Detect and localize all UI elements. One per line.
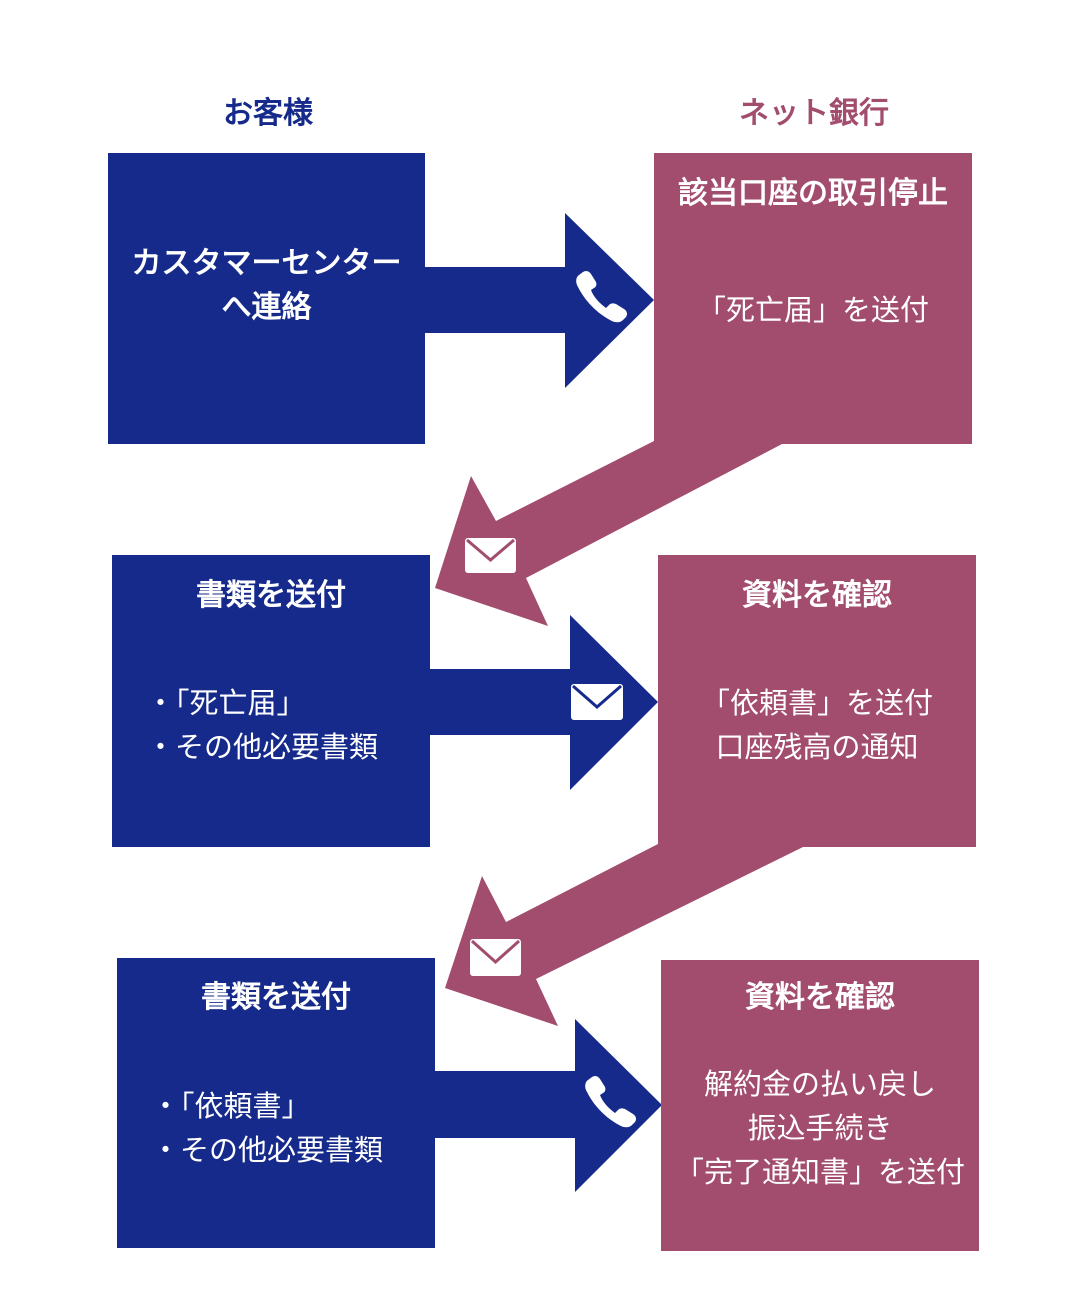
customer-step-1-line-1: カスタマーセンター (131, 246, 402, 281)
bank-box-1 (654, 153, 972, 444)
phone-icon (576, 270, 628, 323)
envelope-icon (465, 538, 516, 573)
arrow-right-1 (425, 213, 654, 388)
envelope-icon (470, 939, 521, 976)
bank-column-header: ネット銀行 (739, 96, 889, 131)
customer-step-3-title: 書類を送付 (201, 980, 351, 1015)
customer-step-1-line-2: へ連絡 (221, 290, 312, 325)
bank-step-1: 該当口座の取引停止 「死亡届」を送付 (654, 172, 972, 332)
customer-step-3-item: ・「依頼書」 (150, 1089, 311, 1123)
bank-step-2-line-2: 口座残高の通知 (715, 730, 919, 764)
bank-step-3-line-1: 解約金の払い戻し (703, 1067, 936, 1101)
customer-step-2: 書類を送付 ・「死亡届」 ・その他必要書類 (112, 574, 430, 769)
customer-step-3: 書類を送付 ・「依頼書」 ・その他必要書類 (117, 976, 435, 1172)
bank-step-3-title: 資料を確認 (745, 980, 895, 1015)
bank-step-1-title: 該当口座の取引停止 (678, 176, 948, 211)
arrow-right-3 (435, 1019, 662, 1192)
phone-icon (585, 1075, 637, 1128)
bank-step-2: 資料を確認 「依頼書」を送付 口座残高の通知 (658, 574, 976, 769)
bank-box-3 (661, 960, 979, 1251)
bank-box-2 (658, 555, 976, 847)
customer-step-2-title: 書類を送付 (196, 578, 346, 613)
customer-step-2-item: ・「死亡届」 (145, 686, 306, 720)
bank-step-3-line-3: 「完了通知書」を送付 (674, 1155, 965, 1189)
bank-step-1-line-1: 「死亡届」を送付 (696, 293, 929, 327)
customer-column-header: お客様 (223, 96, 313, 131)
bank-step-3: 資料を確認 解約金の払い戻し 振込手続き 「完了通知書」を送付 (661, 976, 979, 1194)
customer-step-3-item: ・その他必要書類 (150, 1133, 383, 1167)
customer-box-1 (108, 153, 425, 444)
customer-box-2 (112, 555, 430, 847)
customer-step-2-list: ・「死亡届」 ・その他必要書類 (146, 681, 378, 769)
envelope-icon (571, 684, 623, 720)
bank-step-3-line-2: 振込手続き (747, 1111, 893, 1145)
customer-step-3-list: ・「依頼書」 ・その他必要書類 (151, 1084, 383, 1172)
arrow-back-1 (435, 441, 782, 626)
arrow-back-2 (445, 844, 803, 1026)
customer-step-1: カスタマーセンター へ連絡 (108, 242, 425, 330)
customer-step-2-item: ・その他必要書類 (145, 730, 378, 764)
customer-box-3 (117, 958, 435, 1248)
bank-step-2-line-1: 「依頼書」を送付 (700, 686, 933, 720)
bank-step-2-title: 資料を確認 (742, 578, 892, 613)
arrow-right-2 (430, 615, 658, 790)
